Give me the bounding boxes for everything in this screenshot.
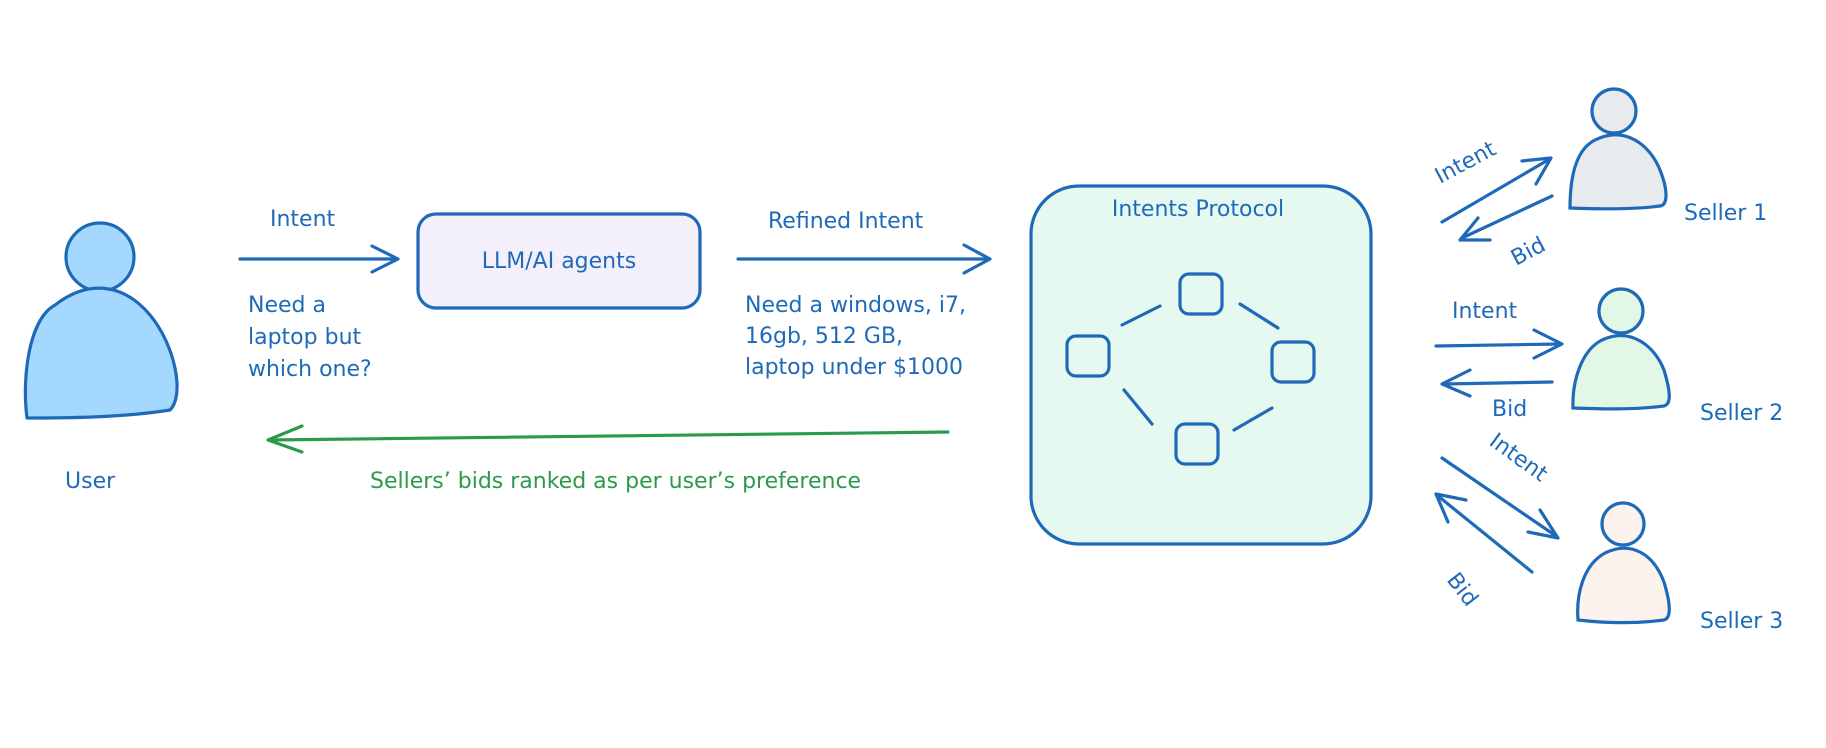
arrowhead-seller1-to-protocol: [1458, 216, 1492, 242]
seller3-bid-label: Bid: [1441, 568, 1482, 611]
seller3-body-icon: [1576, 546, 1671, 625]
user-head-icon: [64, 221, 136, 293]
user-figure: [23, 221, 179, 420]
network-node-left: [1065, 334, 1111, 378]
seller1-intent-label: Intent: [1431, 136, 1501, 189]
refined-intent-label: Refined Intent: [768, 209, 924, 234]
seller3-head-icon: [1600, 501, 1646, 547]
arrow-seller1-to-protocol: [1460, 194, 1554, 240]
seller1-body-icon: [1568, 133, 1668, 211]
refined-detail-line-2: 16gb, 512 GB,: [745, 324, 903, 349]
seller3-label: Seller 3: [1700, 609, 1783, 634]
network-nodes-icon: [1065, 272, 1316, 466]
arrow-seller2-to-protocol: [1442, 380, 1554, 386]
user-body-icon: [23, 286, 179, 420]
seller2-bid-label: Bid: [1492, 397, 1527, 422]
arrowhead-protocol-to-seller3: [1526, 508, 1560, 540]
arrowhead-seller3-to-protocol: [1434, 492, 1468, 524]
seller1-figure: [1568, 87, 1668, 211]
arrowhead-protocol-to-seller1: [1520, 156, 1553, 186]
arrowhead-seller2-to-protocol: [1440, 368, 1472, 398]
intent-label-user: Intent: [270, 207, 336, 232]
user-question-line-2: laptop but: [248, 325, 362, 350]
return-bids-label: Sellers’ bids ranked as per user’s prefe…: [370, 469, 861, 494]
llm-agents-label: LLM/AI agents: [482, 249, 636, 274]
seller3-figure: [1576, 501, 1671, 625]
network-edge-right-bottom: [1232, 406, 1274, 432]
seller2-body-icon: [1571, 334, 1671, 411]
network-edge-top-right: [1238, 302, 1280, 330]
refined-detail-line-3: laptop under $1000: [745, 355, 963, 380]
seller2-intent-label: Intent: [1452, 299, 1518, 324]
arrowhead-return-to-user: [266, 424, 304, 454]
refined-detail-line-1: Need a windows, i7,: [745, 293, 966, 318]
network-node-right: [1270, 340, 1316, 384]
network-edge-top-left: [1120, 304, 1162, 327]
intents-protocol-title: Intents Protocol: [1112, 197, 1284, 222]
arrowhead-llm-to-protocol: [962, 243, 992, 275]
seller2-label: Seller 2: [1700, 401, 1783, 426]
seller3-intent-label: Intent: [1484, 429, 1552, 488]
seller2-head-icon: [1597, 287, 1645, 335]
user-label: User: [65, 469, 116, 494]
network-node-top: [1178, 272, 1224, 316]
arrow-protocol-to-seller1: [1440, 158, 1550, 224]
llm-agents-box: [416, 212, 702, 310]
network-node-bottom: [1174, 422, 1220, 466]
arrow-seller3-to-protocol: [1436, 494, 1534, 574]
user-question-line-3: which one?: [248, 357, 372, 382]
intents-protocol-box: [1029, 184, 1373, 546]
seller2-figure: [1571, 287, 1671, 411]
arrow-protocol-to-seller2: [1434, 342, 1562, 348]
seller1-head-icon: [1590, 87, 1638, 135]
arrow-protocol-to-seller3: [1440, 456, 1558, 538]
arrow-return-to-user: [268, 430, 950, 442]
arrowhead-protocol-to-seller2: [1532, 328, 1564, 360]
seller1-bid-label: Bid: [1507, 233, 1550, 272]
user-question-line-1: Need a: [248, 293, 326, 318]
network-edge-left-bottom: [1122, 388, 1154, 426]
seller1-label: Seller 1: [1684, 201, 1767, 226]
arrowhead-user-to-llm: [370, 244, 400, 274]
